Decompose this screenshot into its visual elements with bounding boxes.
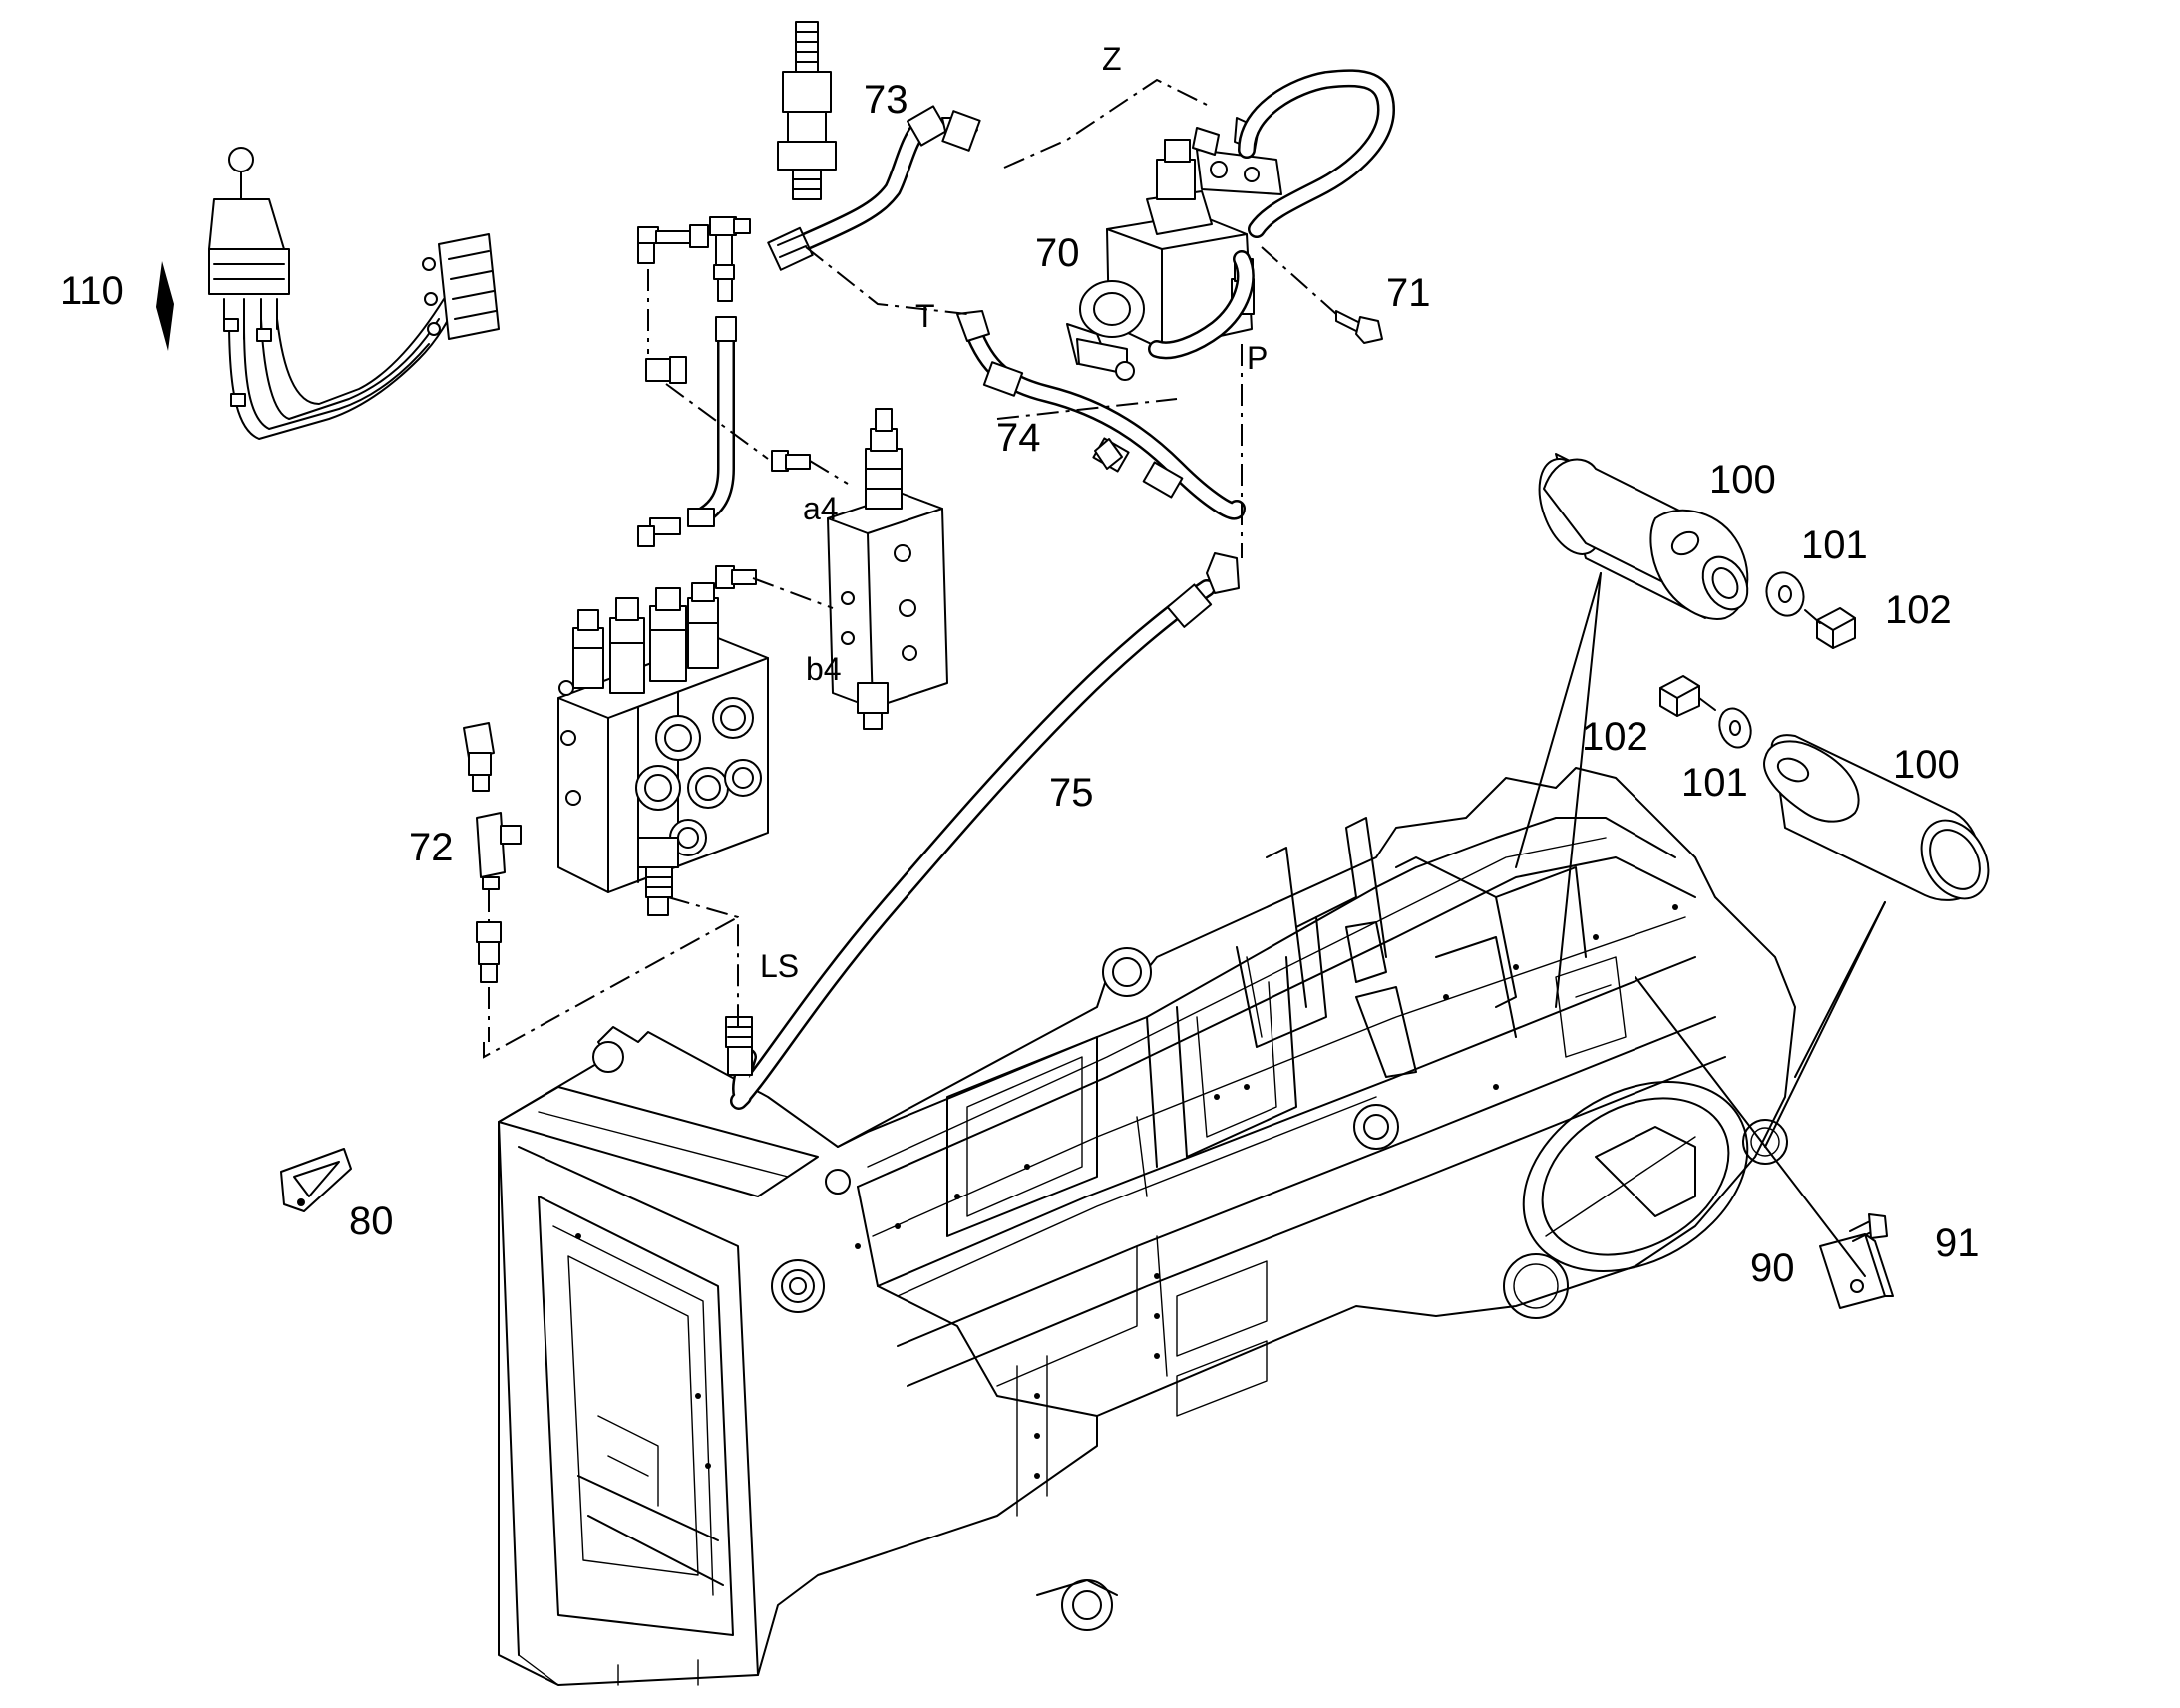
bolt-71[interactable] [1335, 310, 1383, 344]
arrow-marker-110 [156, 261, 174, 351]
washer-101-top[interactable] [1761, 567, 1810, 621]
port-label-p: P [1247, 340, 1268, 376]
tee-fittings-group[interactable] [637, 216, 811, 589]
filter-cartridge-100-top[interactable] [1528, 450, 1757, 620]
hose-73[interactable] [767, 105, 981, 271]
label-74: 74 [996, 416, 1041, 460]
side-valve-a4-b4[interactable] [827, 408, 948, 730]
label-71: 71 [1386, 271, 1431, 315]
label-100-top: 100 [1709, 458, 1776, 502]
label-100-bottom: 100 [1893, 743, 1960, 787]
port-label-a4: a4 [803, 491, 839, 526]
assembly-dash-lines [483, 78, 1337, 1059]
bolt-102-bottom[interactable] [1659, 675, 1716, 717]
port-labels: Z T P a4 b4 LS [760, 41, 1268, 984]
priority-valve-70[interactable] [1066, 117, 1282, 381]
joystick-assembly[interactable] [208, 147, 500, 440]
rivet-dots [575, 904, 1678, 1479]
port-label-z: Z [1102, 41, 1122, 77]
leader-lines [1515, 572, 1886, 1277]
port-label-ls: LS [760, 948, 799, 984]
label-75: 75 [1049, 771, 1094, 815]
valve-loop-hose [1148, 69, 1395, 360]
label-72: 72 [409, 826, 454, 869]
bolt-102-top[interactable] [1804, 607, 1856, 649]
bracket-80[interactable] [280, 1148, 352, 1212]
hose-74[interactable] [956, 310, 1246, 520]
label-70: 70 [1035, 231, 1080, 275]
label-91: 91 [1935, 1221, 1980, 1265]
label-102-top: 102 [1885, 588, 1952, 632]
label-73: 73 [864, 78, 908, 122]
port-label-t: T [915, 298, 935, 334]
washer-101-bottom[interactable] [1714, 704, 1756, 752]
filter-cartridge-100-bottom[interactable] [1763, 734, 2001, 910]
label-102-bottom: 102 [1582, 715, 1648, 759]
hose-75[interactable] [725, 552, 1240, 1110]
part-labels: 70 71 72 73 74 75 80 90 91 100 100 101 1… [60, 78, 1980, 1290]
plate-90[interactable] [1819, 1233, 1894, 1309]
label-90: 90 [1750, 1246, 1795, 1290]
bolt-91[interactable] [1849, 1213, 1888, 1242]
fitting-72[interactable] [463, 722, 522, 983]
label-101-bottom: 101 [1681, 761, 1748, 805]
port-label-b4: b4 [806, 651, 842, 687]
control-valve-block[interactable] [557, 582, 769, 916]
label-110: 110 [60, 269, 124, 313]
label-80: 80 [349, 1199, 394, 1243]
label-101-top: 101 [1801, 523, 1868, 567]
chassis-frame [498, 767, 1796, 1686]
pressure-switch[interactable] [777, 21, 837, 200]
